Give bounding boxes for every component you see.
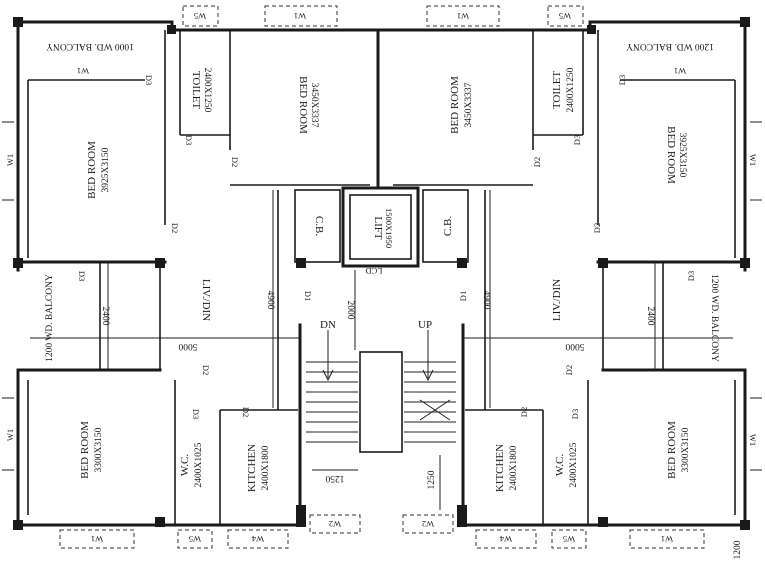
- tag-d2-kit-r: D2: [519, 407, 529, 417]
- dim-2400-left: 2400: [100, 307, 110, 326]
- tag-w4-bottom-right: W4: [499, 534, 512, 544]
- wc-right-size: 2400X1025: [569, 442, 579, 487]
- balcony-mid-right-name: 1200 WD. BALCONY: [709, 274, 719, 362]
- dimension-lines: [30, 190, 733, 510]
- lcd-label: LCD: [366, 266, 383, 276]
- staircase: [306, 330, 456, 453]
- bed-bottom-right-size: 3300X3150: [681, 427, 691, 472]
- tag-w1-top-right: W1: [457, 11, 469, 21]
- tag-d3-balc-r: D3: [686, 271, 696, 281]
- dim-1250-right: 1250: [427, 470, 437, 489]
- toilet-right-size: 2400X1250: [566, 67, 576, 112]
- tag-w2-left: W2: [329, 519, 341, 529]
- tag-w5-bottom-right: W5: [563, 534, 575, 544]
- bed-top-mid-left-size: 3450X3337: [309, 83, 319, 128]
- bed-top-right-size: 3925X3150: [677, 133, 687, 178]
- tag-d2-liv-l: D2: [201, 365, 211, 375]
- tag-d2-bm-l: D2: [230, 157, 240, 167]
- tag-w1-bottom-left: W1: [91, 534, 103, 544]
- dim-5000-right: 5000: [565, 341, 584, 351]
- bed-top-mid-right-name: BED ROOM: [449, 76, 461, 134]
- tag-w5-top-right: W5: [559, 11, 571, 21]
- tag-w1-bottom-right: W1: [661, 534, 673, 544]
- toilet-right-name: TOILET: [551, 71, 563, 110]
- tag-w1-right-lower: W1: [748, 434, 758, 446]
- tag-w2-right: W2: [422, 519, 434, 529]
- tag-d3-toilet-l: D3: [184, 135, 194, 145]
- toilet-left-size: 2400X1250: [202, 68, 212, 113]
- cb-right-name: C.B.: [442, 216, 454, 236]
- tag-d3-tr: D3: [617, 75, 627, 85]
- stair-up-label: UP: [418, 319, 432, 331]
- tag-w1-balcony-right: W1: [674, 66, 686, 76]
- kitchen-left-name: KITCHEN: [246, 444, 258, 492]
- tag-w4-bottom-left: W4: [251, 534, 264, 544]
- tag-d3-wc-l: D3: [191, 409, 201, 419]
- bed-top-left-size: 3925X3150: [101, 147, 111, 192]
- bed-bottom-left-name: BED ROOM: [79, 421, 91, 479]
- tag-d2-bm-r: D2: [532, 157, 542, 167]
- lift-name: LIFT: [372, 216, 384, 240]
- toilet-left-name: TOILET: [190, 71, 202, 110]
- kitchen-right-size: 2400X1800: [509, 445, 519, 490]
- dim-4900-left: 4900: [265, 291, 275, 310]
- wc-left-size: 2400X1025: [194, 442, 204, 487]
- tag-d2-kit-l: D2: [241, 407, 251, 417]
- wc-right-name: W.C.: [554, 454, 566, 476]
- tag-d3-toilet-r: D3: [572, 135, 582, 145]
- tag-d1-l: D1: [303, 291, 313, 301]
- kitchen-left-size: 2400X1800: [261, 445, 271, 490]
- bed-top-mid-left-name: BED ROOM: [297, 76, 309, 134]
- tag-w1-left-upper: W1: [5, 154, 15, 166]
- dim-1250-left: 1250: [325, 473, 344, 483]
- liv-left-name: LIV./DIN: [200, 279, 212, 321]
- tag-d3-wc-r: D3: [570, 409, 580, 419]
- tag-w5-bottom-left: W5: [189, 534, 201, 544]
- bed-bottom-left-size: 3300X3150: [94, 427, 104, 472]
- bed-top-left-name: BED ROOM: [86, 141, 98, 199]
- wc-left-name: W.C.: [179, 454, 191, 476]
- tag-d1-r: D1: [458, 291, 468, 301]
- tag-d2-bed-r: D2: [592, 223, 602, 233]
- dim-1200-corner: 1200: [733, 540, 743, 559]
- bed-top-mid-right-size: 3450X3337: [464, 82, 474, 127]
- tag-d2-liv-r: D2: [564, 365, 574, 375]
- dim-4900-right: 4900: [481, 291, 491, 310]
- kitchen-right-name: KITCHEN: [494, 444, 506, 492]
- stair-dn-label: DN: [320, 319, 336, 331]
- tag-w5-top-left: W5: [194, 11, 206, 21]
- tag-w1-top-left: W1: [294, 11, 306, 21]
- tag-d3-balc-l: D3: [77, 271, 87, 281]
- cb-left-name: C.B.: [313, 216, 325, 236]
- interior-walls: [27, 28, 736, 527]
- columns: [13, 17, 750, 530]
- tag-d2-bed-l: D2: [170, 223, 180, 233]
- dim-2400-right: 2400: [645, 307, 655, 326]
- windows: [2, 5, 762, 549]
- liv-right-name: LIV./DIN: [551, 279, 563, 321]
- outer-walls: [16, 20, 747, 527]
- dim-5000-left: 5000: [178, 341, 197, 351]
- bed-bottom-right-name: BED ROOM: [666, 421, 678, 479]
- balcony-mid-left-name: 1200 WD. BALCONY: [45, 274, 55, 362]
- bed-top-right-name: BED ROOM: [665, 126, 677, 184]
- lift-size: 1500X1950: [384, 208, 394, 248]
- tag-w1-balcony-left: W1: [77, 66, 89, 76]
- tag-w1-left-lower: W1: [5, 429, 15, 441]
- balcony-top-right-name: 1200 WD. BALCONY: [626, 41, 714, 51]
- balcony-top-left-name: 1000 WD. BALCONY: [46, 41, 134, 51]
- tag-w1-right-upper: W1: [748, 154, 758, 166]
- dim-2000: 2000: [345, 301, 355, 320]
- tag-d3-tl: D3: [144, 75, 154, 85]
